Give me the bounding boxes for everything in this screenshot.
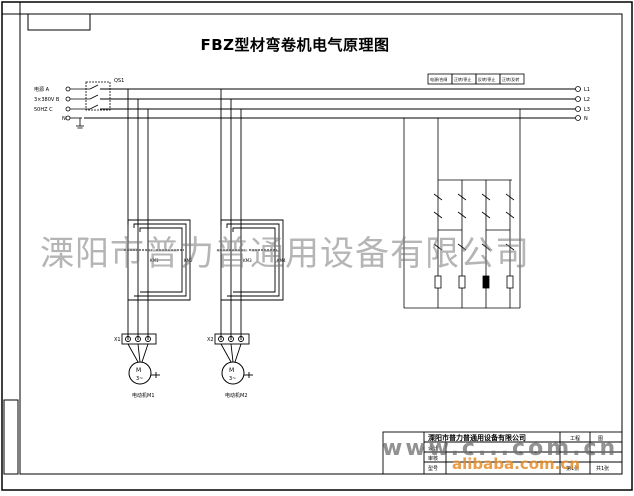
motor-1-symbol: M (136, 367, 141, 374)
motor-2-name: 电动机M2 (225, 392, 248, 399)
control-header-4: 正转/反转 (502, 76, 519, 82)
main-breaker (65, 81, 111, 129)
control-header-2: 正转/停止 (454, 76, 471, 82)
supply-labels: 电源 A 3×380V B 50HZ C N (34, 86, 66, 122)
supply-label-b: 3×380V B (34, 97, 60, 103)
contactor-km4-label: KM4 (277, 258, 286, 263)
control-header (427, 73, 525, 85)
title-block-cell-5: 型号 (428, 465, 438, 472)
coil-km3 (482, 275, 490, 289)
watermark-site: www.c...com.cn (382, 436, 619, 461)
supply-label-c: 50HZ C (34, 107, 53, 113)
coil-group (434, 275, 514, 289)
side-margin-box (3, 399, 19, 475)
motor-2-terminal-label: X2 (207, 337, 214, 343)
coil-km2 (458, 275, 466, 289)
title-block-cell-3: 设计 (428, 445, 438, 452)
bus-terminals (575, 86, 581, 121)
corner-tag (27, 13, 91, 31)
watermark-site-2: alibaba.com.cn (452, 455, 580, 473)
title-block-cell-4: 审核 (428, 455, 438, 462)
inner-frame (19, 13, 623, 475)
title-block-cell-2: 图 (598, 436, 603, 442)
title-block-cell-7: 共1张 (596, 465, 609, 472)
bus-lines (84, 88, 575, 119)
title-block-company: 溧阳市普力普通用设备有限公司 (428, 433, 526, 442)
motor-2-phase: 3~ (229, 376, 236, 382)
motor-1-phase: 3~ (136, 376, 143, 382)
motor-1 (128, 361, 152, 385)
coil-km1 (434, 275, 442, 289)
title-block (382, 431, 623, 475)
watermark-company: 溧阳市普力普通用设备有限公司 (40, 234, 530, 274)
coil-km4 (506, 275, 514, 289)
motor-2 (221, 361, 245, 385)
supply-label-a: 电源 A (34, 86, 50, 93)
motor-1-terminal-label: X1 (114, 337, 121, 343)
control-header-3: 反转/停止 (478, 76, 495, 82)
bus-label-n: N (584, 116, 588, 122)
motor-2-symbol: M (229, 367, 234, 374)
contactor-km3-label: KM3 (243, 258, 252, 263)
title-block-cell-1: 工程 (570, 435, 580, 442)
motor-circuit-1 (121, 89, 191, 378)
supply-label-n: N (62, 116, 66, 122)
bus-labels: L1 L2 L3 N (584, 87, 590, 122)
contactor-km1-label: KM1 (150, 258, 159, 263)
bus-label-l2: L2 (584, 97, 590, 103)
motor-1-name: 电动机M1 (132, 392, 155, 399)
control-header-1: 电源/合闸 (430, 76, 447, 82)
contactor-km2-label: KM2 (184, 258, 193, 263)
bus-label-l3: L3 (584, 107, 590, 113)
breaker-label: QS1 (114, 78, 124, 84)
diagram-title: FBZ型材弯卷机电气原理图 (200, 36, 390, 54)
motor-circuit-2 (214, 89, 284, 378)
title-block-cell-6: 第1张 (566, 465, 579, 472)
bus-label-l1: L1 (584, 87, 590, 93)
